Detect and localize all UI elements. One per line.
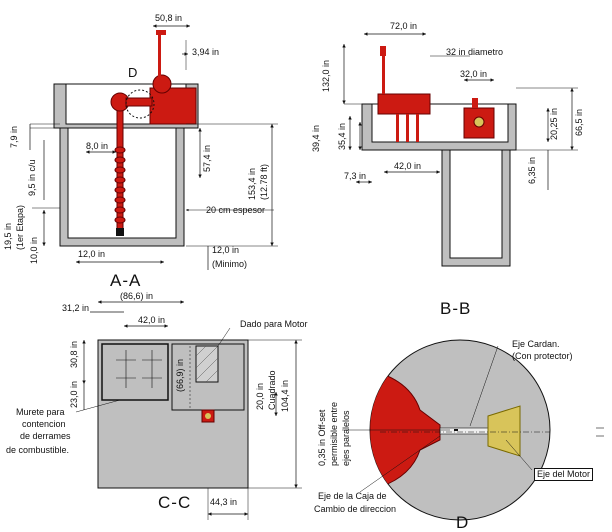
cc-dim-vert2: 23,0 in bbox=[69, 380, 79, 408]
aa-dim-stage: 19,5 in bbox=[3, 222, 13, 250]
aa-detail-marker: D bbox=[128, 65, 139, 80]
aa-motor bbox=[149, 87, 197, 125]
d-offset-3: ejes paralelos bbox=[341, 410, 351, 466]
cc-dim-right-height: 104,4 in bbox=[280, 379, 290, 412]
aa-dim-total-height-ft: (12.78 ft) bbox=[259, 163, 269, 200]
cc-dim-inner-width: 42,0 in bbox=[138, 315, 166, 325]
bb-dim-left-bottom: 7,3 in bbox=[344, 171, 367, 181]
cc-wall-note-4: de combustible. bbox=[6, 445, 70, 455]
aa-dim-total-height: 153,4 in bbox=[247, 167, 257, 200]
d-offset-2: permisible entre bbox=[329, 401, 339, 466]
aa-dim-side-gap: 3,94 in bbox=[192, 47, 220, 57]
section-bb bbox=[342, 32, 578, 267]
cc-square-note: Cuadrado bbox=[267, 370, 277, 410]
bb-dim-left-upper: 39,4 in bbox=[311, 124, 321, 152]
cc-wall-note-3: de derrames bbox=[20, 431, 71, 441]
aa-dim-top-width: 50,8 in bbox=[155, 13, 183, 23]
detail-d bbox=[342, 339, 604, 521]
bb-dim-right-bottom: 6,35 in bbox=[527, 156, 537, 184]
cc-dim-left-offset: 31,2 in bbox=[62, 303, 90, 313]
d-gearbox-2: Cambio de direccion bbox=[314, 504, 397, 514]
d-title: D bbox=[456, 513, 470, 532]
d-cardan-2: (Con protector) bbox=[512, 351, 573, 361]
bb-dim-right-height: 20,25 in bbox=[549, 107, 559, 140]
cc-dim-overall: (86,6) in bbox=[120, 291, 154, 301]
aa-dim-upper-height: 57,4 in bbox=[202, 144, 212, 172]
d-motor-shaft-note: Eje del Motor bbox=[534, 468, 594, 481]
aa-dim-bottom-width: 12,0 in bbox=[78, 249, 106, 259]
cc-dim-vert1: 30,8 in bbox=[69, 340, 79, 368]
aa-min-note: (Minimo) bbox=[212, 259, 247, 269]
cc-outer-slab bbox=[97, 339, 249, 489]
cc-wall-note-1: Murete para bbox=[16, 407, 65, 417]
aa-wall-note: 20 cm espesor bbox=[206, 205, 266, 215]
cc-motor-die bbox=[195, 345, 219, 383]
d-cardan-1: Eje Cardan. bbox=[512, 339, 560, 349]
bb-dim-right-total: 66,5 in bbox=[574, 108, 584, 136]
d-offset-1: 0,35 in Off-set bbox=[317, 409, 327, 466]
bb-tank bbox=[377, 93, 431, 115]
bb-dim-mid-width: 42,0 in bbox=[394, 161, 422, 171]
bb-dim-motor-width: 32,0 in bbox=[460, 69, 488, 79]
bb-dim-top-width: 72,0 in bbox=[390, 21, 418, 31]
cc-title: C-C bbox=[158, 493, 192, 512]
aa-title: A-A bbox=[110, 271, 142, 290]
bb-dim-total-height: 132,0 in bbox=[321, 59, 331, 92]
aa-dim-shaft-spacing: 9,5 in c/u bbox=[27, 159, 37, 196]
aa-stage-note: (1er Etapa) bbox=[15, 204, 25, 250]
bb-title: B-B bbox=[440, 299, 472, 318]
cc-wall-note-2: contencion bbox=[22, 419, 66, 429]
cc-dim-center-h: (66,9) in bbox=[175, 358, 185, 392]
section-aa bbox=[29, 24, 278, 270]
cc-containment-wall bbox=[101, 343, 169, 401]
bb-dim-left-lower: 35,4 in bbox=[337, 122, 347, 150]
aa-dim-min-depth: 12,0 in bbox=[212, 245, 240, 255]
aa-dim-inner-offset: 8,0 in bbox=[86, 141, 109, 151]
section-cc bbox=[75, 300, 302, 520]
cc-dim-square: 20,0 in bbox=[255, 382, 265, 410]
d-gearbox-1: Eje de la Caja de bbox=[318, 491, 387, 501]
aa-dim-top-slab: 7,9 in bbox=[9, 125, 19, 148]
cc-motor-die-note: Dado para Motor bbox=[240, 319, 308, 329]
cc-dim-bottom-width: 44,3 in bbox=[210, 497, 238, 507]
aa-dim-bottom-clear: 10,0 in bbox=[29, 236, 39, 264]
bb-dim-diameter: 32 in diametro bbox=[446, 47, 504, 57]
